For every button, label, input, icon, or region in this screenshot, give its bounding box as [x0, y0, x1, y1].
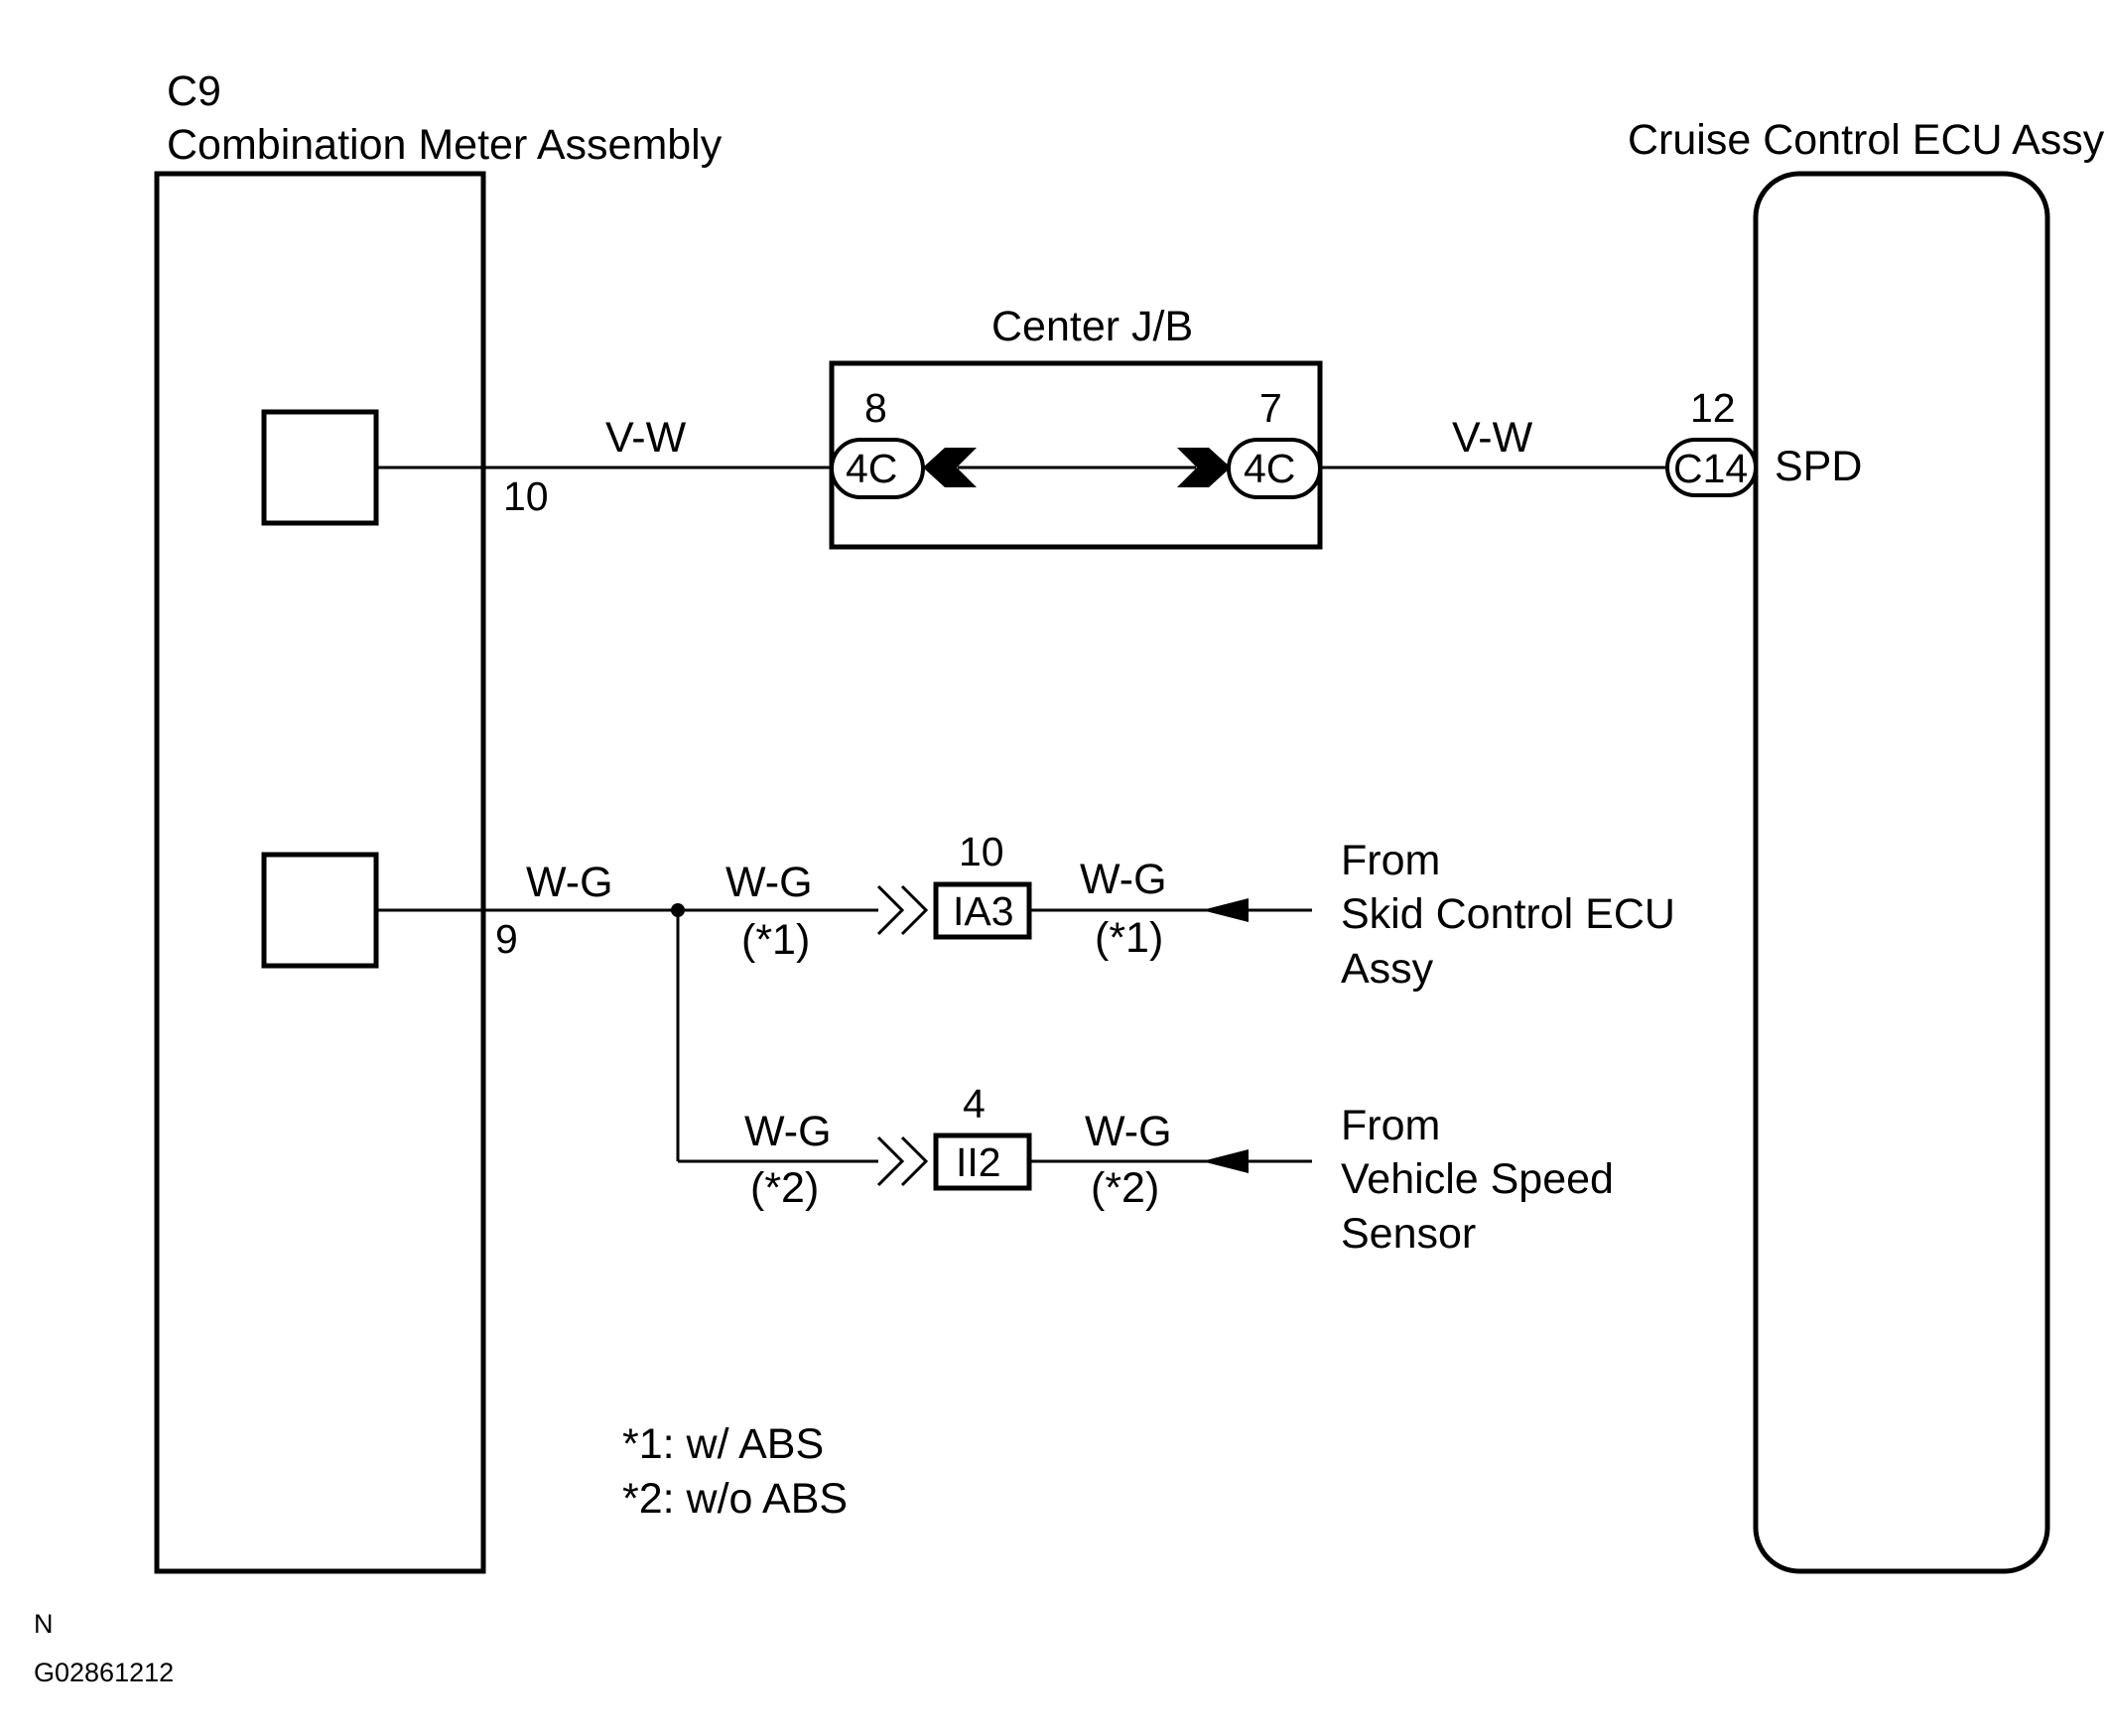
connector-oval	[1665, 438, 1758, 497]
footnote: *1: w/ ABS	[622, 1420, 824, 1468]
figure-code: G02861212	[34, 1658, 174, 1687]
bottom-wire-run: W-G W-G (*1) W-G (*2) 10 IA3 W-G (*1) 4 …	[376, 829, 1312, 1212]
wire-note: (*1)	[741, 916, 810, 964]
terminal-box-bottom	[261, 852, 379, 969]
source-label-line: From	[1341, 837, 1440, 884]
source-label-line: Skid Control ECU	[1341, 890, 1675, 938]
wire-note: (*1)	[1095, 914, 1163, 962]
source-label-line: Sensor	[1341, 1210, 1476, 1258]
component-body	[154, 171, 486, 1574]
connector-ia3: 10 IA3	[876, 829, 1032, 940]
junction-block-name: Center J/B	[991, 303, 1193, 350]
connector-ii2: 4 II2	[876, 1081, 1032, 1191]
connector-label: IA3	[953, 888, 1014, 934]
jb-connector-arrow-icon	[923, 448, 977, 487]
figure-footer: N G02861212	[34, 1609, 174, 1687]
arrow-left-icon	[1202, 1149, 1249, 1173]
footnote: *2: w/o ABS	[622, 1475, 848, 1523]
wire-color-label: V-W	[605, 414, 687, 462]
pin-number: 12	[1690, 385, 1736, 431]
wire-color-label: W-G	[744, 1108, 832, 1155]
component-name: Combination Meter Assembly	[167, 121, 723, 169]
arrow-left-icon	[1202, 898, 1249, 922]
pin-number: 8	[864, 385, 887, 431]
top-wire-run: V-W V-W	[376, 414, 1667, 469]
connector-oval	[830, 438, 925, 499]
junction-block-body	[829, 360, 1323, 550]
connector-oval	[1227, 438, 1322, 499]
wire-note: (*2)	[1091, 1164, 1159, 1212]
pin-number-bottom: 9	[495, 916, 518, 962]
component-code: C9	[167, 67, 221, 115]
pin-number: 10	[959, 829, 1004, 874]
pin-number: 4	[963, 1081, 986, 1127]
source-label-line: From	[1341, 1102, 1440, 1149]
double-chevron-icon	[876, 1135, 929, 1187]
jb-connector-arrow-icon	[1177, 448, 1231, 487]
center-junction-block: Center J/B 8 4C 7 4C	[829, 303, 1323, 550]
footer-letter: N	[34, 1609, 54, 1639]
connector-label: II2	[956, 1139, 1001, 1185]
terminal-label: SPD	[1775, 443, 1862, 490]
source-label-line: Vehicle Speed	[1341, 1155, 1614, 1203]
connector-label: 4C	[1244, 446, 1295, 491]
ecu-connector-c14: C14	[1665, 438, 1758, 497]
combination-meter-assembly: C9 Combination Meter Assembly 10 9	[154, 67, 723, 1574]
wire-color-label: W-G	[526, 859, 613, 906]
wire-note: (*2)	[750, 1164, 819, 1212]
source-skid-control-ecu: From Skid Control ECU Assy	[1341, 837, 1675, 993]
source-label-line: Assy	[1341, 945, 1434, 993]
component-body	[1753, 171, 2050, 1574]
wire-color-label: W-G	[1080, 856, 1167, 903]
pin-number-top: 10	[503, 473, 549, 519]
pin-number: 7	[1259, 385, 1282, 431]
connector-label: C14	[1673, 446, 1748, 491]
footnotes: *1: w/ ABS *2: w/o ABS	[622, 1420, 848, 1523]
wire-color-label: V-W	[1452, 414, 1533, 462]
component-name: Cruise Control ECU Assy	[1628, 116, 2105, 164]
source-vehicle-speed-sensor: From Vehicle Speed Sensor	[1341, 1102, 1614, 1258]
connector-label: 4C	[846, 446, 897, 491]
wire-color-label: W-G	[1085, 1108, 1172, 1155]
double-chevron-icon	[876, 884, 929, 936]
terminal-box-top	[261, 409, 379, 526]
wire-color-label: W-G	[725, 859, 813, 906]
cruise-control-ecu: Cruise Control ECU Assy 12 SPD	[1628, 116, 2105, 1574]
